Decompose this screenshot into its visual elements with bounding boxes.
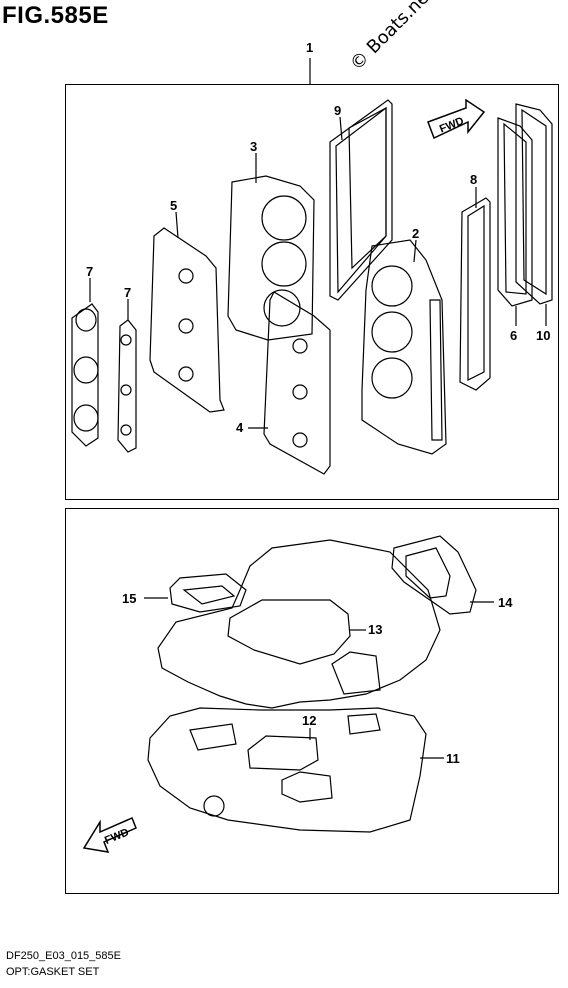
- diagram-caption: OPT:GASKET SET: [6, 966, 100, 978]
- gasket-part-4[interactable]: [263, 291, 331, 475]
- gasket-part-15[interactable]: [169, 573, 247, 613]
- callout-7-left[interactable]: 7: [86, 264, 94, 279]
- callout-6[interactable]: 6: [510, 328, 518, 343]
- gasket-part-9[interactable]: [329, 99, 393, 301]
- callout-10[interactable]: 10: [536, 328, 551, 343]
- callout-5[interactable]: 5: [170, 198, 178, 213]
- callout-14[interactable]: 14: [498, 595, 513, 610]
- fwd-arrow-top: [427, 98, 486, 140]
- callout-13[interactable]: 13: [368, 622, 383, 637]
- callout-2[interactable]: 2: [412, 226, 420, 241]
- gasket-part-5[interactable]: [149, 227, 225, 413]
- callout-15[interactable]: 15: [122, 591, 137, 606]
- gasket-part-3[interactable]: [227, 175, 315, 341]
- callout-1[interactable]: 1: [306, 40, 314, 55]
- gasket-part-2[interactable]: [361, 239, 447, 455]
- gasket-part-11[interactable]: [147, 707, 427, 833]
- gasket-part-10[interactable]: [515, 103, 553, 305]
- crankcase-gasket[interactable]: [157, 539, 441, 709]
- gasket-part-7-right[interactable]: [117, 319, 137, 453]
- upper-gasket-panel: [65, 84, 559, 500]
- callout-8[interactable]: 8: [470, 172, 478, 187]
- callout-7-right[interactable]: 7: [124, 285, 132, 300]
- fwd-label-top: FWD: [438, 115, 466, 136]
- fwd-arrow-bottom: [82, 817, 137, 853]
- callout-11[interactable]: 11: [446, 751, 460, 766]
- gasket-part-12[interactable]: [189, 713, 381, 803]
- gasket-part-14[interactable]: [391, 535, 477, 615]
- gasket-part-13[interactable]: [227, 599, 351, 665]
- callout-9[interactable]: 9: [334, 103, 342, 118]
- callout-3[interactable]: 3: [250, 139, 258, 154]
- diagram-code: DF250_E03_015_585E: [6, 950, 121, 962]
- callout-4[interactable]: 4: [236, 420, 244, 435]
- callout-12[interactable]: 12: [302, 713, 317, 728]
- gasket-part-8[interactable]: [459, 197, 491, 391]
- gasket-part-7-left[interactable]: [71, 303, 99, 447]
- gasket-part-6[interactable]: [497, 117, 533, 307]
- figure-title: FIG.585E: [2, 2, 109, 29]
- lower-gasket-panel: [65, 508, 559, 894]
